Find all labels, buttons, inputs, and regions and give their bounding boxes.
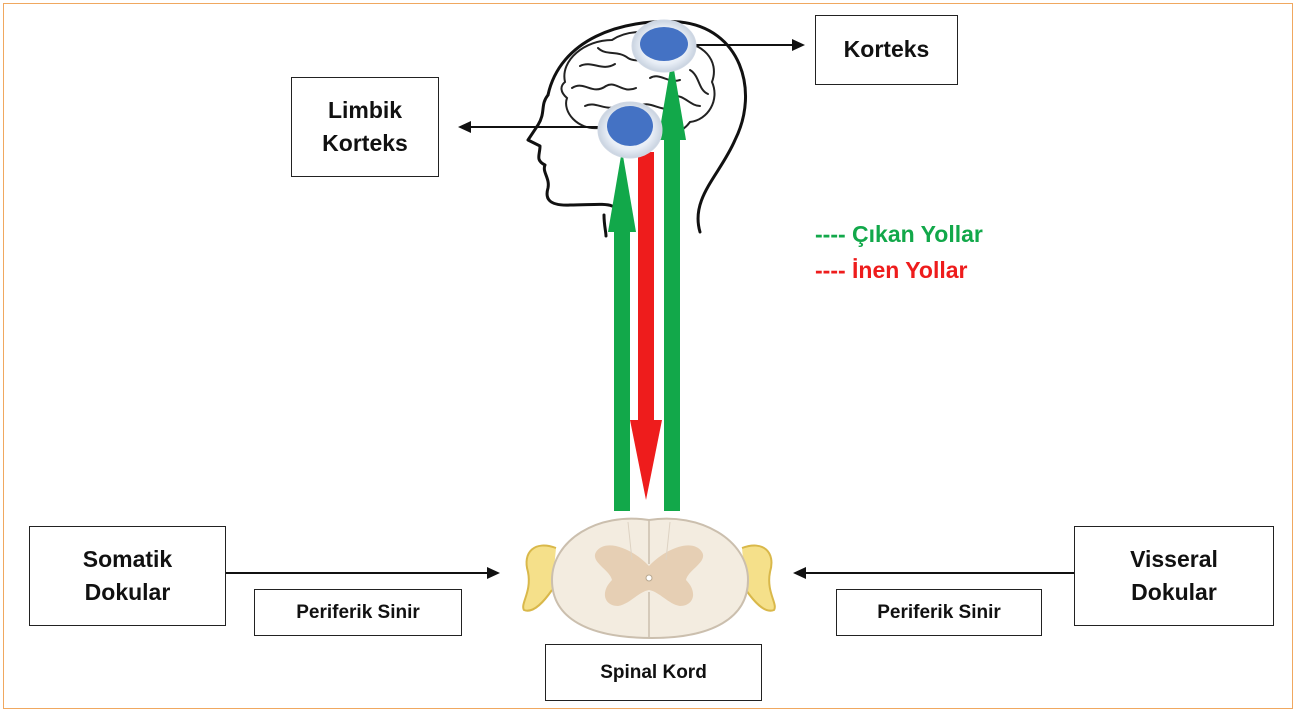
ascending-pathway-limbic-arrow xyxy=(608,150,636,511)
peripheral-nerve-right-label-box: Periferik Sinir xyxy=(836,589,1042,636)
somatic-label-line1: Somatik xyxy=(83,543,172,576)
peripheral-nerve-right-label: Periferik Sinir xyxy=(877,599,1001,627)
limbic-label-line1: Limbik xyxy=(322,94,408,127)
cortex-label-box: Korteks xyxy=(815,15,958,85)
visceral-tissues-label-box: Visseral Dokular xyxy=(1074,526,1274,626)
limbic-cortex-label-box: Limbik Korteks xyxy=(291,77,439,177)
legend-descending: ---- İnen Yollar xyxy=(815,257,968,284)
visceral-input-arrow xyxy=(793,567,1074,579)
cortex-pointer-arrow xyxy=(686,39,805,51)
descending-pathway-arrow xyxy=(630,152,662,500)
spinal-cord-label-box: Spinal Kord xyxy=(545,644,762,701)
peripheral-nerve-left-label: Periferik Sinir xyxy=(296,599,420,627)
spinal-cord-label: Spinal Kord xyxy=(600,659,707,687)
visceral-label-line1: Visseral xyxy=(1130,543,1218,576)
somatic-label-line2: Dokular xyxy=(83,576,172,609)
spinal-cord-section-icon xyxy=(523,519,775,638)
legend-ascending: ---- Çıkan Yollar xyxy=(815,221,983,248)
limbic-label-line2: Korteks xyxy=(322,127,408,160)
somatic-tissues-label-box: Somatik Dokular xyxy=(29,526,226,626)
limbic-node-icon xyxy=(598,102,662,158)
visceral-label-line2: Dokular xyxy=(1130,576,1218,609)
cortex-label: Korteks xyxy=(844,33,930,66)
cortex-node-icon xyxy=(632,20,696,72)
peripheral-nerve-left-label-box: Periferik Sinir xyxy=(254,589,462,636)
somatic-input-arrow xyxy=(226,567,500,579)
